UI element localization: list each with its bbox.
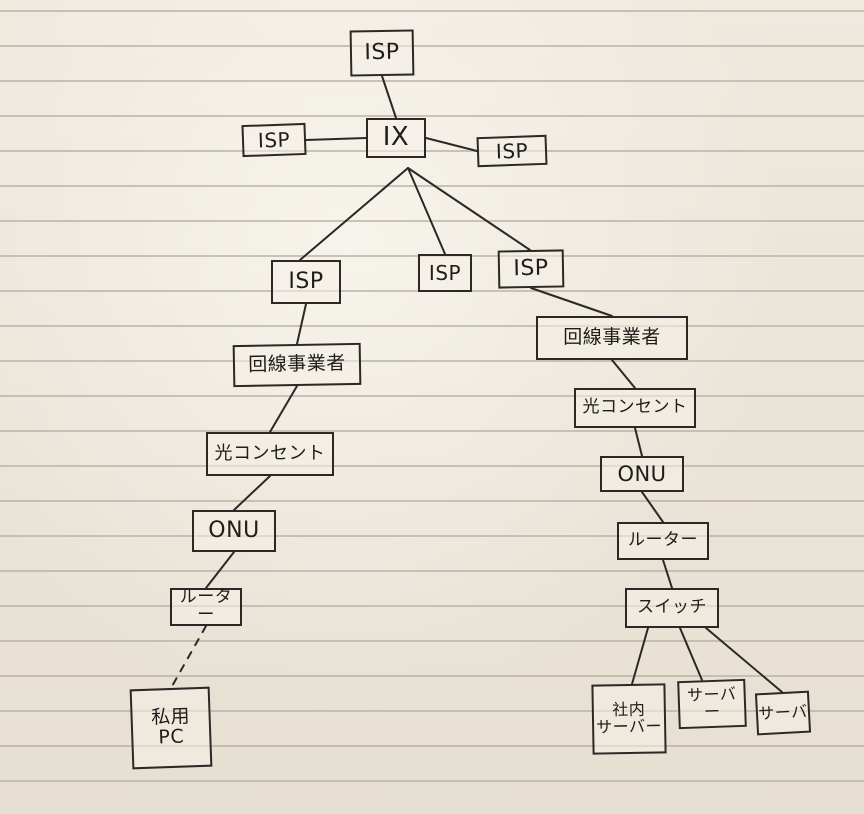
- isp-node-branch-left: ISP: [271, 260, 341, 304]
- line-carrier-right-label: 回線事業者: [563, 326, 661, 349]
- optical-outlet-node-right: 光コンセント: [574, 388, 696, 428]
- ruled-line: [0, 45, 864, 47]
- edge-optical-outlet-left-to-onu-left: [233, 475, 271, 511]
- edge-ix-to-isp-a: [299, 167, 409, 261]
- isp-branch-right-label: ISP: [513, 256, 549, 282]
- ruled-line: [0, 535, 864, 537]
- ruled-line: [0, 780, 864, 782]
- ruled-line: [0, 675, 864, 677]
- ruled-line: [0, 710, 864, 712]
- edge-switch-to-internal-server: [631, 627, 649, 685]
- ruled-line: [0, 220, 864, 222]
- router-left-label: ルーター: [179, 587, 233, 625]
- line-carrier-node-right: 回線事業者: [536, 316, 688, 360]
- onu-node-left: ONU: [192, 510, 276, 552]
- router-node-left: ルーター: [170, 588, 242, 626]
- ruled-line: [0, 640, 864, 642]
- optical-outlet-left-label: 光コンセント: [214, 442, 326, 464]
- isp-left-label: ISP: [257, 126, 291, 153]
- server-node-2: サーバ: [754, 690, 812, 736]
- onu-right-label: ONU: [617, 461, 667, 486]
- private-pc-label: 私用 PC: [150, 705, 191, 749]
- edge-onu-left-to-router-left: [205, 551, 235, 589]
- ruled-line: [0, 570, 864, 572]
- ruled-line: [0, 430, 864, 432]
- ruled-line: [0, 360, 864, 362]
- edge-onu-right-to-router-right: [641, 491, 664, 523]
- edge-ix-to-isp-right: [425, 137, 478, 152]
- isp-node-branch-right: ISP: [497, 249, 565, 289]
- ruled-line: [0, 150, 864, 152]
- server-2-label: サーバ: [757, 701, 809, 723]
- ruled-line: [0, 10, 864, 12]
- ruled-line: [0, 80, 864, 82]
- ix-node: IX: [366, 118, 426, 158]
- ruled-line: [0, 745, 864, 747]
- edge-router-right-to-switch: [662, 559, 673, 589]
- private-pc-node: 私用 PC: [129, 686, 213, 770]
- ix-label: IX: [382, 122, 410, 153]
- ruled-line: [0, 185, 864, 187]
- switch-node: スイッチ: [625, 588, 719, 628]
- onu-left-label: ONU: [208, 518, 260, 544]
- optical-outlet-right-label: 光コンセント: [582, 397, 688, 418]
- edge-ix-to-isp-c: [407, 167, 531, 251]
- server-node-1: サーバー: [677, 678, 747, 730]
- router-right-label: ルーター: [628, 530, 698, 551]
- ruled-line: [0, 465, 864, 467]
- edge-isp-c-to-line-carrier-right: [530, 287, 613, 317]
- isp-node-top: ISP: [349, 29, 415, 77]
- edge-switch-to-server-2: [705, 627, 783, 693]
- ruled-line: [0, 115, 864, 117]
- edge-isp-a-to-line-carrier-left: [296, 303, 307, 345]
- edge-switch-to-server-1: [679, 627, 703, 681]
- router-node-right: ルーター: [617, 522, 709, 560]
- line-carrier-left-label: 回線事業者: [248, 352, 346, 376]
- edge-isp-left-to-ix: [305, 137, 367, 141]
- isp-branch-middle-label: ISP: [428, 260, 462, 285]
- isp-branch-left-label: ISP: [288, 269, 324, 295]
- server-1-label: サーバー: [686, 684, 737, 722]
- ruled-line: [0, 605, 864, 607]
- internal-server-label: 社内 サーバー: [596, 699, 663, 737]
- edge-router-left-to-private-pc: [170, 625, 207, 689]
- ruled-line: [0, 325, 864, 327]
- edge-isp-top-to-ix: [381, 75, 397, 119]
- isp-node-right: ISP: [476, 134, 548, 168]
- edge-optical-outlet-right-to-onu-right: [634, 427, 643, 457]
- isp-node-branch-middle: ISP: [418, 254, 472, 292]
- ruled-line: [0, 500, 864, 502]
- isp-right-label: ISP: [495, 137, 529, 164]
- optical-outlet-node-left: 光コンセント: [206, 432, 334, 476]
- isp-top-label: ISP: [364, 40, 400, 66]
- switch-label: スイッチ: [637, 597, 707, 618]
- line-carrier-node-left: 回線事業者: [232, 342, 362, 388]
- isp-node-left: ISP: [241, 122, 307, 158]
- edge-line-carrier-right-to-optical-outlet-right: [611, 359, 636, 389]
- ruled-line: [0, 395, 864, 397]
- edge-line-carrier-left-to-optical-outlet-left: [269, 385, 298, 433]
- onu-node-right: ONU: [600, 456, 684, 492]
- internal-server-node: 社内 サーバー: [591, 683, 667, 755]
- edge-ix-to-isp-b: [407, 167, 446, 255]
